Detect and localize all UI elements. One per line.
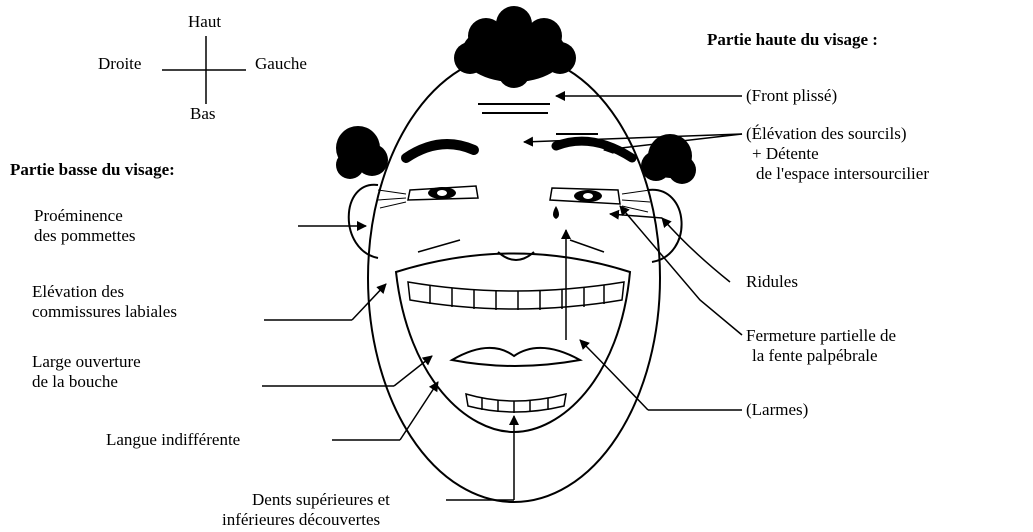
label-commissures-1: Elévation des [32,282,124,301]
label-ouverture-1: Large ouverture [32,352,141,371]
hair-tuft [454,6,576,88]
label-elevation-sourcils: (Élévation des sourcils) [746,124,907,143]
compass-left-label: Droite [98,54,141,73]
label-larmes: (Larmes) [746,400,808,419]
tear-drop [553,206,559,219]
label-ridules: Ridules [746,272,798,291]
eyebrow-right [556,141,632,158]
label-langue: Langue indifférente [106,430,240,449]
lower-teeth [466,394,566,413]
label-dents-1: Dents supérieures et [252,490,390,509]
eye-right [550,188,650,212]
label-pommettes-2: des pommettes [34,226,136,245]
compass-up-label: Haut [188,12,221,31]
upper-face-title: Partie haute du visage : [707,30,878,49]
label-front-plisse: (Front plissé) [746,86,837,105]
eye-left [378,186,478,208]
label-detente-1: + Détente [752,144,819,163]
compass-right-label: Gauche [255,54,307,73]
lower-face-title: Partie basse du visage: [10,160,175,179]
ear-right [648,190,682,262]
label-fermeture-2: la fente palpébrale [752,346,878,365]
side-hair-left [336,126,388,179]
compass-down-label: Bas [190,104,216,123]
label-fermeture-1: Fermeture partielle de [746,326,896,345]
side-hair-right [641,134,696,184]
upper-teeth [408,282,624,310]
label-ouverture-2: de la bouche [32,372,118,391]
compass-cross [162,36,246,104]
forehead-wrinkles [478,104,550,113]
mouth-outline [396,254,630,433]
label-pommettes-1: Proéminence [34,206,123,225]
eyebrow-left [406,144,474,158]
label-detente-2: de l'espace intersourcilier [756,164,929,183]
tongue [452,348,580,366]
label-dents-2: inférieures découvertes [222,510,380,529]
cheek-lines [418,240,604,252]
label-commissures-2: commissures labiales [32,302,177,321]
